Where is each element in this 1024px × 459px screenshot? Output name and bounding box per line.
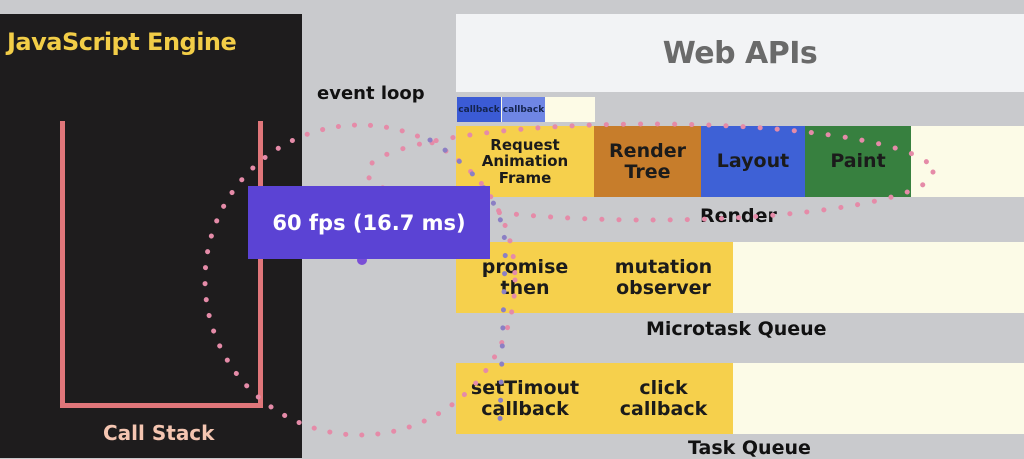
paint-step: Paint bbox=[805, 126, 911, 197]
call-stack-label: Call Stack bbox=[103, 421, 215, 445]
frame-rate-box: 60 fps (16.7 ms) bbox=[248, 186, 490, 259]
mutation-observer-item: mutation observer bbox=[594, 242, 733, 313]
web-apis-header: Web APIs bbox=[456, 14, 1024, 92]
task-queue-label: Task Queue bbox=[688, 437, 811, 459]
callback-chip: callback bbox=[502, 97, 545, 122]
microtask-queue-label: Microtask Queue bbox=[646, 318, 827, 340]
layout-step: Layout bbox=[701, 126, 805, 197]
microtask-queue-lane: promise then mutation observer bbox=[456, 242, 1024, 313]
callback-chip: callback bbox=[457, 97, 501, 122]
render-tree-step: Render Tree bbox=[594, 126, 701, 197]
web-api-callback-strip: callback callback bbox=[457, 97, 595, 122]
click-callback-item: click callback bbox=[594, 363, 733, 434]
web-apis-title: Web APIs bbox=[662, 35, 818, 71]
call-stack-container bbox=[60, 121, 263, 408]
engine-title: JavaScript Engine bbox=[7, 28, 237, 56]
render-label: Render bbox=[700, 205, 777, 227]
task-queue-lane: setTimout callback click callback bbox=[456, 363, 1024, 434]
settimeout-callback-item: setTimout callback bbox=[456, 363, 594, 434]
render-lane: Request Animation Frame Render Tree Layo… bbox=[456, 126, 1024, 197]
event-loop-label: event loop bbox=[317, 83, 425, 104]
